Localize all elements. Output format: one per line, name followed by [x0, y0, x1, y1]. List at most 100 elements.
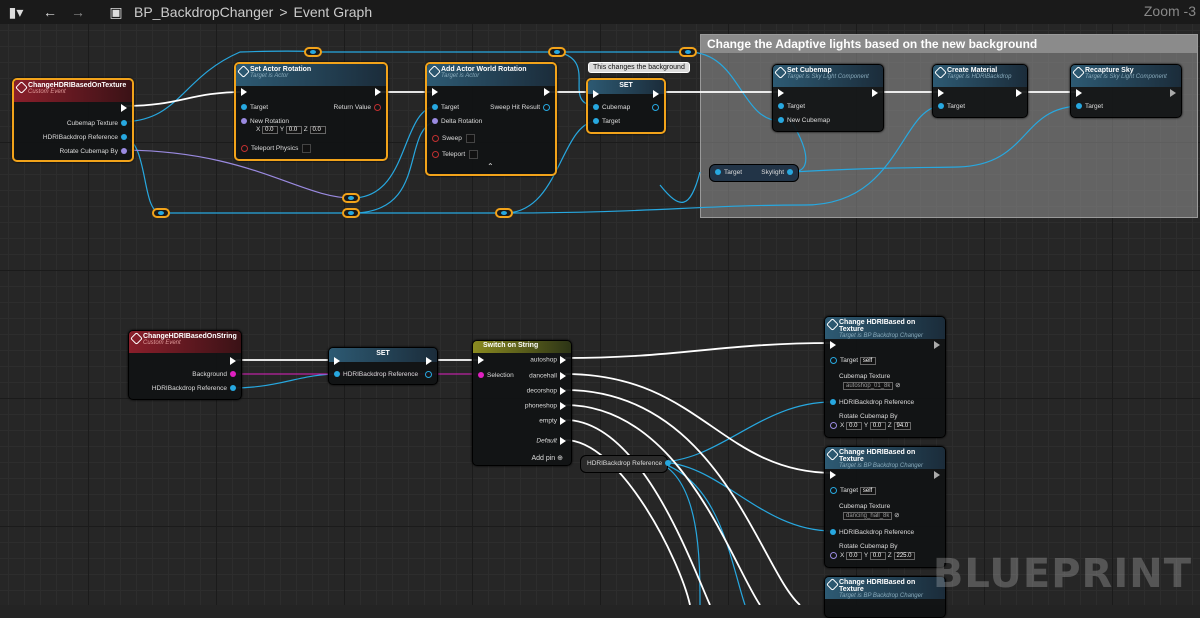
reroute-node[interactable]	[342, 193, 360, 203]
exec-out-pin[interactable]	[118, 104, 130, 112]
reroute-node[interactable]	[342, 208, 360, 218]
pin-hdri-reference[interactable]: HDRIBackdrop Reference	[152, 385, 239, 392]
reroute-node[interactable]	[304, 47, 322, 57]
reroute-node[interactable]	[548, 47, 566, 57]
pin-target[interactable]: Target	[590, 118, 620, 125]
pin-sweep-hit-result[interactable]: Sweep Hit Result	[490, 104, 553, 111]
pin-target[interactable]: Target	[775, 103, 805, 110]
pin-hdri-reference[interactable]: HDRIBackdrop Reference	[827, 529, 914, 536]
reroute-node[interactable]	[152, 208, 170, 218]
pin-sweep[interactable]: Sweep	[429, 134, 475, 143]
pin-background[interactable]: Background	[192, 371, 239, 378]
case-phoneshop[interactable]: phoneshop	[525, 402, 569, 410]
exec-in-pin[interactable]	[775, 89, 787, 97]
comment-title[interactable]: Change the Adaptive lights based on the …	[701, 35, 1197, 53]
pin-teleport[interactable]: Teleport	[429, 150, 479, 159]
pin-target[interactable]: Target	[1073, 103, 1103, 110]
node-add-actor-world-rotation[interactable]: Add Actor World Rotation Target is Actor…	[425, 62, 557, 176]
exec-out-pin[interactable]	[423, 357, 435, 365]
exec-out-pin[interactable]	[372, 88, 384, 96]
exec-in-pin[interactable]	[827, 471, 839, 479]
exec-out-pin[interactable]	[931, 471, 943, 479]
pin-out[interactable]	[422, 371, 435, 378]
node-recapture-sky[interactable]: Recapture Sky Target is Sky Light Compon…	[1070, 64, 1182, 118]
rot-y-field[interactable]: 0.0	[285, 126, 302, 134]
cubemap-dropdown[interactable]: autoshop_01_8k ⊘	[843, 381, 901, 390]
exec-in-pin[interactable]	[331, 357, 343, 365]
case-empty[interactable]: empty	[539, 417, 569, 425]
pin-new-cubemap[interactable]: New Cubemap	[775, 117, 830, 124]
exec-in-pin[interactable]	[238, 88, 250, 96]
checkbox[interactable]	[302, 144, 312, 153]
node-create-material[interactable]: Create Material Target is HDRIBackdrop T…	[932, 64, 1028, 118]
checkbox[interactable]	[469, 150, 479, 159]
pin-skylight[interactable]: Skylight	[761, 169, 796, 176]
back-arrow-icon[interactable]: ←	[43, 4, 57, 20]
pin-target[interactable]: Target	[429, 104, 459, 111]
rot-x-field[interactable]: 0.0	[262, 126, 279, 134]
pin-target[interactable]: Target	[712, 169, 742, 176]
breadcrumb-graph[interactable]: Event Graph	[293, 4, 373, 20]
exec-in-pin[interactable]	[1073, 89, 1085, 97]
case-dancehall[interactable]: dancehall	[529, 372, 569, 380]
rot-y-field[interactable]: 0.0	[869, 422, 886, 431]
rot-z-field[interactable]: 225.0	[893, 552, 915, 561]
reroute-node[interactable]	[495, 208, 513, 218]
exec-out-pin[interactable]	[227, 357, 239, 365]
node-set-cubemap[interactable]: Set Cubemap Target is Sky Light Componen…	[772, 64, 884, 132]
node-call-change-hdri-2[interactable]: Change HDRIBased on Texture Target is BP…	[824, 446, 946, 568]
pin-selection[interactable]: Selection	[475, 372, 514, 379]
exec-in-pin[interactable]	[429, 88, 441, 96]
case-autoshop[interactable]: autoshop	[530, 356, 569, 364]
node-set-actor-rotation[interactable]: Set Actor Rotation Target is Actor Targe…	[234, 62, 388, 161]
exec-out-pin[interactable]	[541, 88, 553, 96]
pin-cubemap[interactable]: Cubemap	[590, 104, 630, 111]
exec-out-pin[interactable]	[1013, 89, 1025, 97]
pin-hdri-reference[interactable]: HDRIBackdrop Reference	[827, 399, 914, 406]
node-call-change-hdri-1[interactable]: Change HDRIBased on Texture Target is BP…	[824, 316, 946, 438]
node-set-cubemap-var[interactable]: SET Cubemap Target	[586, 78, 666, 134]
rotation-fields[interactable]: X 0.0 Y 0.0 Z 0.0	[256, 126, 326, 134]
pin-return-value[interactable]: Return Value	[334, 104, 384, 111]
add-pin-button[interactable]: Add pin ⊕	[531, 455, 563, 462]
pin-target[interactable]: Target	[935, 103, 965, 110]
pin-cubemap-out[interactable]	[649, 104, 662, 111]
node-switch-on-string[interactable]: Switch on String autoshop Selection danc…	[472, 340, 572, 466]
exec-out-pin[interactable]	[869, 89, 881, 97]
exec-in-pin[interactable]	[935, 89, 947, 97]
breadcrumb-asset[interactable]: BP_BackdropChanger	[134, 4, 274, 20]
rotate-fields[interactable]: X 0.0 Y 0.0 Z 225.0	[827, 552, 915, 561]
exec-out-pin[interactable]	[931, 341, 943, 349]
pin-rotate-cubemap[interactable]: Rotate Cubemap By	[59, 148, 130, 155]
pin-target[interactable]: Target self	[827, 357, 876, 366]
self-field[interactable]: self	[859, 487, 876, 496]
checkbox[interactable]	[465, 134, 475, 143]
rot-z-field[interactable]: 94.0	[893, 422, 912, 431]
pin-cubemap-texture[interactable]: Cubemap Texture	[67, 120, 130, 127]
rotate-fields[interactable]: X 0.0 Y 0.0 Z 94.0	[827, 422, 912, 431]
exec-out-pin[interactable]	[650, 90, 662, 98]
exec-in-pin[interactable]	[827, 341, 839, 349]
rot-x-field[interactable]: 0.0	[846, 552, 863, 561]
event-change-hdri-string[interactable]: ChangeHDRIBasedOnString Custom Event Bac…	[128, 330, 242, 400]
pin-teleport-physics[interactable]: Teleport Physics	[238, 144, 312, 153]
exec-in-pin[interactable]	[475, 356, 487, 364]
node-set-reference[interactable]: SET HDRIBackdrop Reference	[328, 347, 438, 385]
cubemap-dropdown[interactable]: dancing_hall_8k ⊘	[843, 511, 900, 520]
pin-delta-rotation[interactable]: Delta Rotation	[429, 118, 482, 125]
rot-x-field[interactable]: 0.0	[846, 422, 863, 431]
pin-new-rotation[interactable]: New Rotation	[238, 118, 289, 125]
case-default[interactable]: Default	[536, 437, 569, 445]
forward-arrow-icon[interactable]: →	[71, 4, 85, 20]
expand-arrow-icon[interactable]: ⌃	[487, 162, 494, 171]
exec-out-pin[interactable]	[1167, 89, 1179, 97]
node-call-change-hdri-3[interactable]: Change HDRIBased on Texture Target is BP…	[824, 576, 946, 618]
exec-in-pin[interactable]	[590, 90, 602, 98]
event-change-hdri-texture[interactable]: ChangeHDRIBasedOnTexture Custom Event Cu…	[12, 78, 134, 162]
case-decorshop[interactable]: decorshop	[527, 387, 569, 395]
reroute-node[interactable]	[679, 47, 697, 57]
rot-y-field[interactable]: 0.0	[869, 552, 886, 561]
bookmark-icon[interactable]: ▮▾	[8, 3, 24, 20]
pin-target[interactable]: Target self	[827, 487, 876, 496]
pin-hdri-reference[interactable]: HDRIBackdrop Reference	[331, 371, 418, 378]
